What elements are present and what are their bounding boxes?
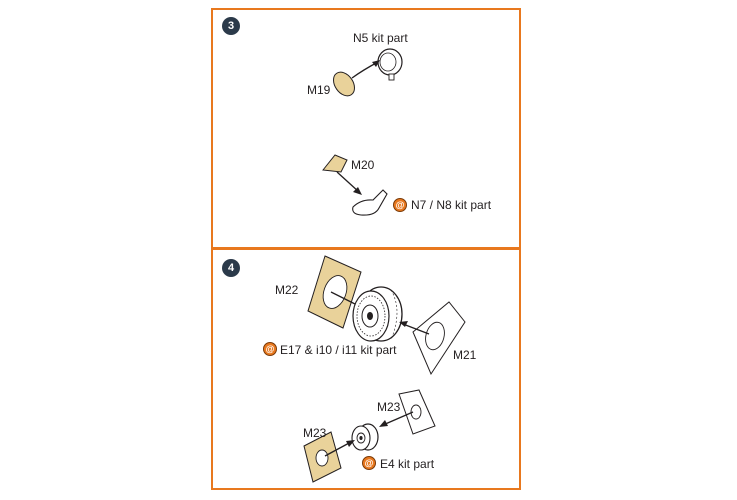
m23-left-label: M23: [303, 426, 327, 440]
m19-photoetch-part: [333, 71, 355, 97]
step-3-panel: 3 N5 kit part M19 M20 @ N7 / N8 kit part: [211, 8, 521, 249]
main-wheel-kit-part: [352, 286, 403, 342]
m20-arrow: [336, 171, 360, 193]
at-sign-icon: @: [263, 342, 277, 356]
step-4-panel: 4: [211, 248, 521, 490]
m19-label: M19: [307, 83, 331, 97]
m20-photoetch-part: [322, 154, 348, 173]
n5-kit-part-shape: [377, 48, 403, 81]
e17-i10-i11-kit-part-label: E17 & i10 / i11 kit part: [280, 343, 397, 357]
m23-left-mask-part: [303, 431, 342, 483]
m21-arrow: [402, 323, 430, 335]
step-3-illustration: [322, 48, 403, 216]
m20-label: M20: [351, 158, 375, 172]
m22-mask-part: [307, 255, 362, 329]
step-4-illustration: [303, 255, 466, 483]
n7-n8-kit-part-shape: [352, 189, 388, 216]
n5-kit-part-label: N5 kit part: [353, 31, 408, 45]
at-sign-icon: @: [393, 198, 407, 212]
n7-n8-kit-part-label: N7 / N8 kit part: [411, 198, 492, 212]
step-number-badge: 4: [222, 259, 240, 277]
m23-top-label: M23: [377, 400, 401, 414]
m21-mask-part: [412, 301, 466, 376]
m23-left-arrow: [324, 441, 352, 457]
m21-label: M21: [453, 348, 477, 362]
e4-kit-part-label: E4 kit part: [380, 457, 435, 471]
small-wheel-kit-part: [351, 423, 379, 451]
step-number-badge: 3: [222, 17, 240, 35]
m23-top-arrow: [382, 411, 414, 426]
m22-label: M22: [275, 283, 299, 297]
at-sign-icon: @: [362, 456, 376, 470]
m23-top-mask-part: [398, 389, 436, 435]
